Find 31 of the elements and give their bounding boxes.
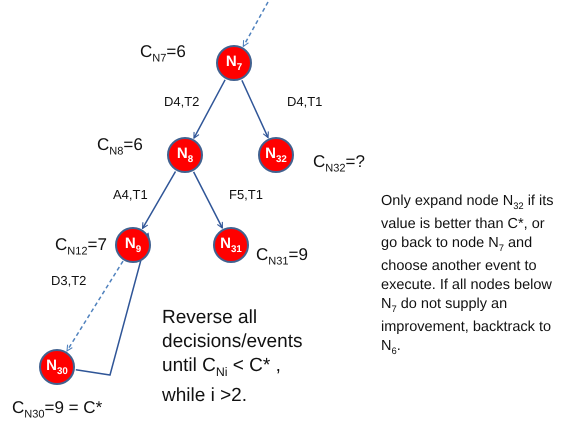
cost-label: C$_{N12}$=7 [55,235,107,258]
arrow [66,260,124,352]
edge-label: D4,T1 [286,94,324,109]
node-label: N$_{9}$ [124,235,142,255]
arrow [192,172,224,229]
node-circle [167,137,203,173]
node-circle [258,137,294,173]
edge-label: D4,T2 [163,94,200,109]
cost-label: C$_{N8}$=6 [97,135,143,158]
cost-label: C$_{N31}$=9 [256,245,308,268]
node-circle [39,349,75,385]
node-label: N$_{7}$ [226,53,242,73]
edge-label: D3,T2 [50,273,88,288]
node-label: N$_{31}$ [220,235,242,255]
arrow [193,79,226,139]
cost-label: C$_{N30}$=9 = C* [12,398,102,420]
node-label: N$_{30}$ [46,357,68,377]
node-label: N$_{8}$ [176,145,194,165]
node-label: N$_{32}$ [265,145,287,165]
arrow [242,2,269,47]
node-circle [115,227,151,263]
node-circle [216,45,252,81]
edge-label: F5,T1 [228,187,264,202]
cost-label: C$_{N32}$=? [313,152,365,174]
note-text: Reverse all decisions/events until C$_{Ni}$ < C* , while i >2. [162,306,304,408]
edge-label: A4,T1 [112,187,149,202]
node-circle [213,227,249,263]
cost-label: C$_{N7}$=6 [140,42,186,64]
note-text: Only expand node N$_{32}$ if its value is better than C*, or go back to node N$_{7}$ and choose another event to execute. If all nodes below N$_{7}$ do not supply an improvement, backtrack to N$_{6}$. [381,192,554,358]
arrow [241,80,269,138]
arrow [142,171,176,230]
